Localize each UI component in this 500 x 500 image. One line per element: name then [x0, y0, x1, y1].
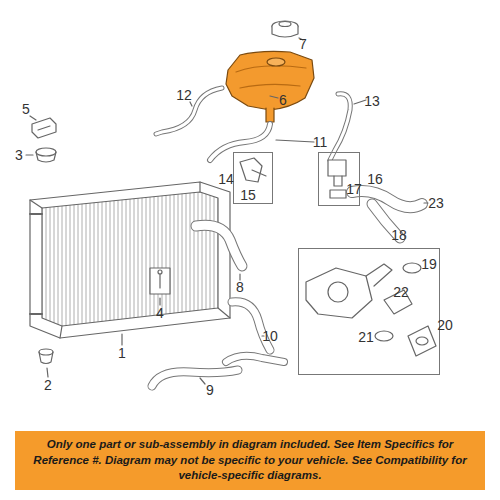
leader-line: [200, 378, 205, 384]
leader-line: [159, 298, 160, 305]
notice-band: Only one part or sub-assembly in diagram…: [15, 431, 485, 490]
outlet-pipe: [226, 302, 284, 362]
callout-number: 18: [391, 228, 407, 242]
leader-line: [424, 202, 428, 203]
reservoir-hose: [210, 124, 270, 160]
reservoir-hose: [210, 124, 270, 160]
callout-number: 17: [346, 182, 362, 196]
callout-number: 7: [299, 37, 307, 51]
lower-hose: [196, 225, 242, 266]
bypass-hose: [152, 370, 238, 386]
leader-line: [26, 154, 33, 155]
callout-number: 10: [262, 329, 278, 343]
bypass-hose: [152, 370, 238, 386]
callout-number: 3: [15, 148, 23, 162]
callout-number: 19: [421, 257, 437, 271]
callout-number: 2: [44, 378, 52, 392]
mount-bracket: [32, 118, 56, 138]
hose-connector: [240, 158, 266, 182]
callout-number: 15: [240, 188, 256, 202]
callout-number: 16: [367, 172, 383, 186]
callout-number: 1: [118, 346, 126, 360]
rubber-grommet: [36, 148, 56, 162]
callout-number: 14: [218, 172, 234, 186]
callout-number: 4: [156, 306, 164, 320]
vent-hose: [156, 88, 222, 134]
lower-hose: [196, 225, 242, 266]
callout-frame: 1819222120: [298, 248, 440, 375]
callout-number: 12: [176, 88, 192, 102]
notice-text: Only one part or sub-assembly in diagram…: [25, 437, 475, 484]
bleed-valve: [328, 160, 346, 198]
callout-number: 23: [428, 196, 444, 210]
leader-line: [190, 102, 192, 106]
leader-line: [276, 140, 314, 142]
upper-hose: [352, 191, 422, 238]
radiator: [30, 182, 230, 338]
lower-insulator: [39, 349, 53, 364]
callout-number: 13: [364, 94, 380, 108]
callout-number: 6: [279, 93, 287, 107]
vent-hose: [156, 88, 222, 134]
overflow-hose: [330, 94, 350, 160]
callout-number: 11: [313, 135, 328, 149]
coolant-reservoir: [226, 51, 314, 122]
leader-line: [47, 368, 48, 377]
leader-line: [121, 334, 122, 345]
callout-frame: 1415: [233, 152, 273, 204]
callout-number: 8: [236, 280, 244, 294]
thermostat-housing: [306, 263, 436, 356]
leader-line: [354, 100, 366, 104]
reservoir-cap: [272, 21, 298, 37]
callout-number: 5: [22, 102, 30, 116]
overflow-hose: [330, 94, 350, 160]
leader-line: [270, 96, 278, 98]
callout-number: 9: [206, 383, 214, 397]
callout-number: 21: [358, 330, 374, 344]
callout-frame: 1617: [318, 152, 360, 206]
callout-number: 22: [393, 285, 409, 299]
callout-number: 20: [437, 318, 453, 332]
drain-plug: [150, 268, 170, 294]
leader-line: [30, 116, 36, 120]
